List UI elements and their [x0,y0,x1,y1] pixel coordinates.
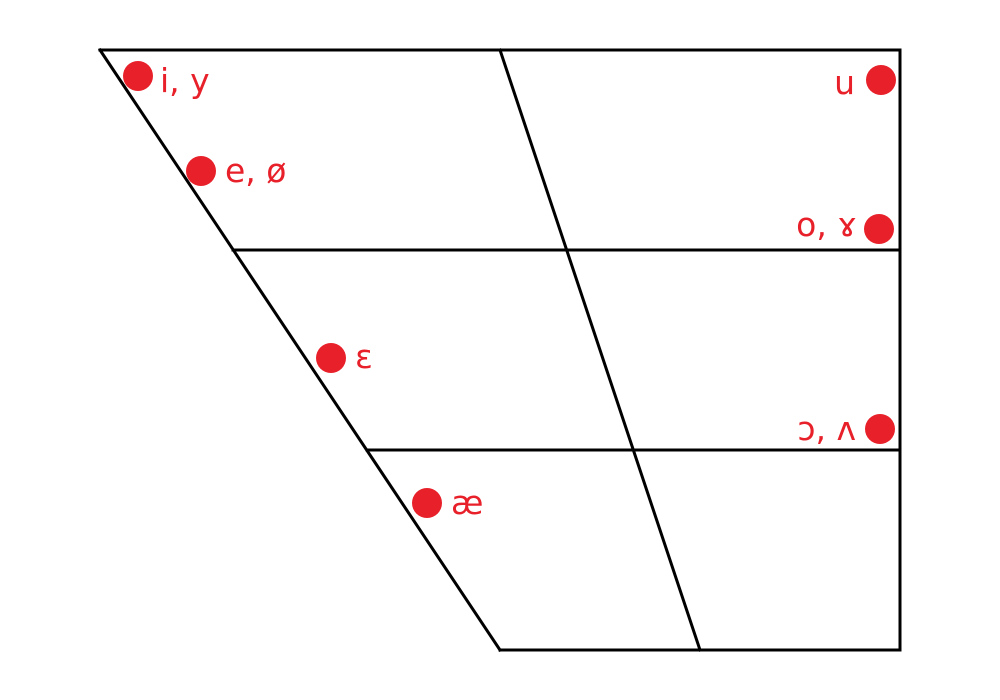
vowel-label: o, ɤ [796,205,857,244]
vowel-close-back: u [834,63,896,102]
vowel-label: æ [451,483,483,522]
vowel-near-open-front: æ [412,483,483,522]
vowel-dot [866,65,896,95]
vowel-open-mid-front: ɛ [316,337,373,376]
trapezoid-grid [97,47,902,653]
vowel-close-front: i, y [123,61,210,100]
vowel-label: i, y [160,61,210,100]
vowel-label: ɔ, ʌ [797,409,856,448]
vowel-label: u [834,63,855,102]
vowel-dot [316,343,346,373]
vowel-close-mid-front: e, ø [186,151,286,190]
vowel-dot [864,214,894,244]
central-divider [498,48,702,652]
left-edge [97,47,503,653]
vowel-dot [865,414,895,444]
vowel-dot [123,61,153,91]
vowel-close-mid-back: o, ɤ [796,205,894,244]
vowel-dot [412,488,442,518]
vowel-dot [186,156,216,186]
vowel-label: ɛ [355,337,373,376]
vowel-open-mid-back: ɔ, ʌ [797,409,895,448]
vowel-label: e, ø [225,151,286,190]
